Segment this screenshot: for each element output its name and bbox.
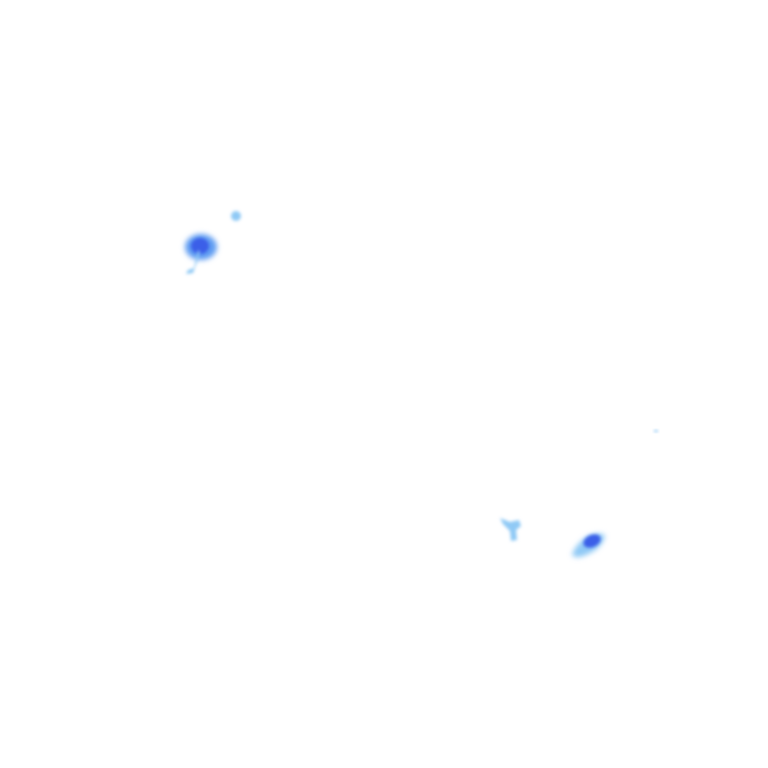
blue-blob-y-shape xyxy=(500,518,521,541)
blue-speck-small xyxy=(231,211,241,221)
blue-blob-right xyxy=(572,533,605,558)
faint-dot-right xyxy=(654,429,658,433)
blue-blob-left xyxy=(185,234,217,274)
